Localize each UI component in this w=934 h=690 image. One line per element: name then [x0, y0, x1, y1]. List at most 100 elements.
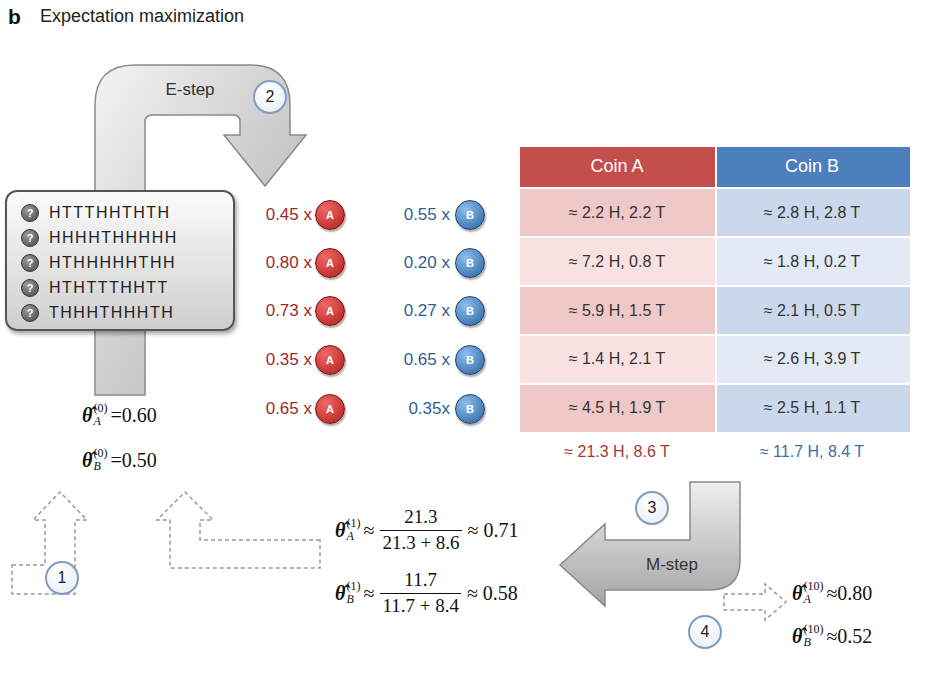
- coin-b: B: [455, 296, 485, 326]
- loop-arrow: [157, 492, 320, 568]
- table-row: [717, 336, 910, 383]
- unknown-coin: ?: [21, 279, 39, 297]
- callout-text: 2: [266, 89, 275, 105]
- coin-label: ?: [27, 283, 34, 294]
- coin-label: ?: [27, 208, 34, 219]
- formula-value: ≈: [360, 582, 377, 605]
- theta-symbol: θ̂: [82, 449, 92, 472]
- weight-a: 0.73 x: [266, 301, 312, 321]
- callout-number: 4: [688, 615, 722, 649]
- unknown-coin: ?: [21, 304, 39, 322]
- formula-value: ≈ 0.58: [464, 582, 521, 605]
- coin-label: A: [326, 404, 334, 415]
- iteration-index: (0): [93, 402, 107, 415]
- table-cell: ≈ 2.8 H, 2.8 T: [764, 203, 861, 222]
- coin-label: ?: [27, 258, 34, 269]
- iteration-index: (1): [346, 580, 360, 593]
- table: [520, 147, 910, 432]
- coin-label: B: [466, 210, 474, 221]
- table-row: [717, 287, 910, 334]
- coin-index: A: [346, 530, 360, 543]
- coin-a: A: [315, 296, 345, 326]
- coin-label: A: [326, 210, 334, 221]
- coin-label: B: [466, 404, 474, 415]
- weight-b: 0.27 x: [404, 301, 450, 321]
- weight-a: 0.65 x: [266, 399, 312, 419]
- formula-value: ≈ 0.71: [465, 519, 522, 542]
- theta-symbol: θ̂: [335, 519, 345, 542]
- table-row: [717, 238, 910, 285]
- callout-number: 1: [45, 561, 79, 595]
- unknown-coin: ?: [21, 254, 39, 272]
- unknown-coin: ?: [21, 204, 39, 222]
- coin-sequence: THHHTHHHTH: [49, 304, 174, 322]
- sequence-box: ?????HTTTHHTHTHHHHHTHHHHHHTHHHHHTHHHTHTT…: [5, 190, 235, 331]
- table-row: [520, 336, 715, 383]
- coin-label: A: [326, 306, 334, 317]
- callout-number: 3: [635, 491, 669, 525]
- table-cell: ≈ 2.2 H, 2.2 T: [569, 203, 666, 222]
- formula-value: =0.50: [107, 449, 159, 472]
- weight-b: 0.55 x: [404, 205, 450, 225]
- unknown-coin: ?: [21, 229, 39, 247]
- callout-text: 3: [648, 500, 657, 516]
- coin-a: A: [315, 248, 345, 278]
- table-header: Coin A: [590, 156, 643, 178]
- weight-b: 0.65 x: [404, 350, 450, 370]
- coin-b: B: [455, 200, 485, 230]
- table-row: [520, 238, 715, 285]
- coin-label: B: [466, 355, 474, 366]
- table-cell: ≈ 2.1 H, 0.5 T: [764, 301, 861, 320]
- fraction-numerator: 11.7: [402, 570, 439, 593]
- coin-a: A: [315, 345, 345, 375]
- coin-index: A: [803, 593, 823, 606]
- weight-b: 0.35x: [408, 399, 450, 419]
- formula-value: ≈0.80: [823, 582, 875, 605]
- coin-sequence: HHHHTHHHHH: [49, 229, 178, 247]
- coin-a: A: [315, 394, 345, 424]
- estimate-formula: θ̂(10)A≈0.80: [792, 580, 875, 605]
- title: Expectation maximization: [40, 6, 244, 28]
- table-total: ≈ 11.7 H, 8.4 T: [760, 442, 864, 461]
- theta-symbol: θ̂: [82, 404, 92, 427]
- panel-letter: b: [8, 4, 21, 29]
- callout-text: 1: [58, 570, 67, 586]
- m-step-arrow: [560, 482, 740, 606]
- callout-number: 2: [253, 80, 287, 114]
- coin-index: B: [93, 460, 107, 473]
- iteration-index: (0): [93, 447, 107, 460]
- formula-value: ≈0.52: [823, 625, 875, 648]
- coin-label: A: [326, 258, 334, 269]
- fraction: 11.711.7 + 8.4: [377, 570, 464, 617]
- script-stack: (10)B: [803, 623, 823, 648]
- theta-symbol: θ̂: [792, 625, 802, 648]
- table-cell: ≈ 2.6 H, 3.9 T: [764, 349, 861, 368]
- coin-sequence: HTTTHHTHTH: [49, 204, 171, 222]
- coin-sequence: HTHHHHHTHH: [49, 254, 176, 272]
- script-stack: (1)B: [346, 580, 360, 605]
- iteration-index: (10): [803, 623, 823, 636]
- coin-label: ?: [27, 308, 34, 319]
- fraction-denominator: 21.3 + 8.6: [380, 530, 461, 554]
- coin-b: B: [455, 248, 485, 278]
- table-cell: ≈ 5.9 H, 1.5 T: [569, 301, 666, 320]
- table-cell: ≈ 2.5 H, 1.1 T: [764, 398, 861, 417]
- table-row: [717, 385, 910, 432]
- result-arrow: [724, 584, 786, 620]
- step-label: E-step: [165, 80, 214, 100]
- script-stack: (0)A: [93, 402, 107, 427]
- coin-b: B: [455, 394, 485, 424]
- estimate-formula: θ̂(0)B=0.50: [82, 447, 160, 472]
- table-header-b: [717, 147, 910, 187]
- estimate-formula: θ̂(1)B≈11.711.7 + 8.4≈ 0.58: [335, 570, 521, 617]
- coin-index: B: [346, 593, 360, 606]
- coin-label: ?: [27, 233, 34, 244]
- weight-b: 0.20 x: [404, 253, 450, 273]
- theta-symbol: θ̂: [335, 582, 345, 605]
- table-cell: ≈ 4.5 H, 1.9 T: [569, 398, 666, 417]
- table-header-a: [520, 147, 715, 187]
- script-stack: (0)B: [93, 447, 107, 472]
- coin-label: B: [466, 306, 474, 317]
